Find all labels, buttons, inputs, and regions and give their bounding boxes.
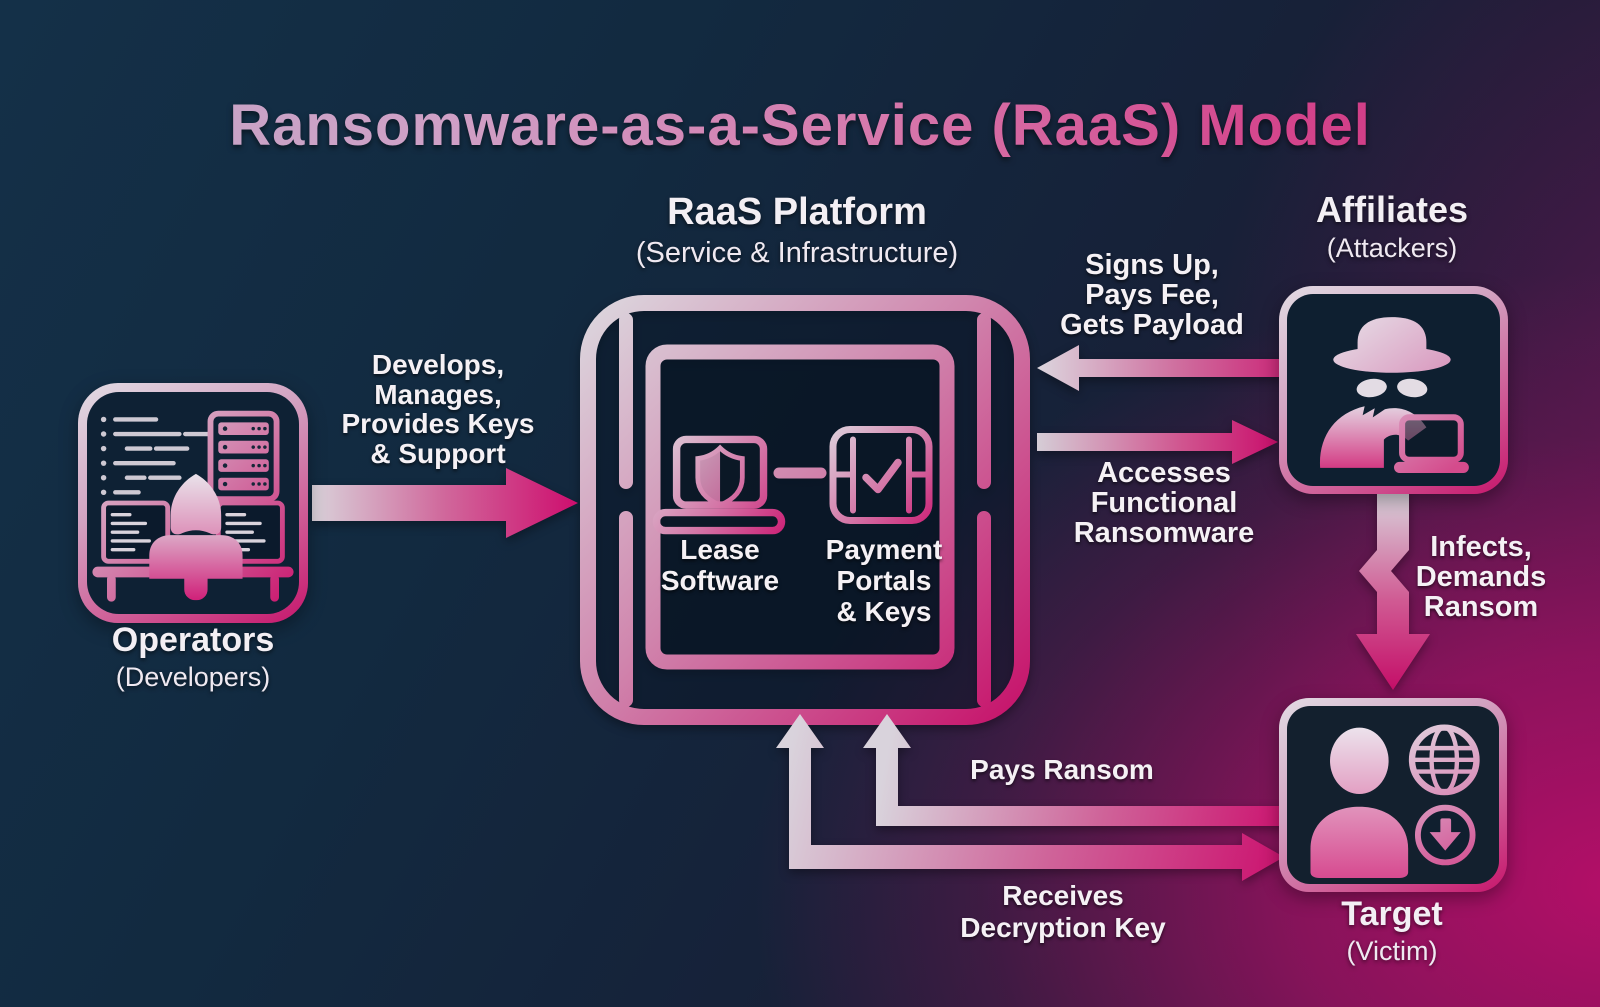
edge-pays-ransom-label: Pays Ransom [970,754,1154,785]
edge-infects-label: Infects, Demands Ransom [1415,531,1547,623]
affiliates-subtitle: (Attackers) [1326,232,1458,263]
signs-up-arrow [1037,345,1288,391]
affiliates-title: Affiliates [1315,189,1469,230]
payment-portals-label: Payment Portals & Keys [825,534,943,627]
operators-caption: Operators (Developers) [111,621,275,693]
receives-key-arrow [776,714,1284,881]
target-caption: Target (Victim) [1341,895,1443,967]
spy-laptop-icon [1393,414,1469,473]
victim-head-icon [1330,727,1389,795]
develops-manages-arrow [312,468,578,538]
lease-software-label: Lease Software [660,534,780,596]
edge-develops-manages-label: Develops, Manages, Provides Keys & Suppo… [341,349,535,469]
server-rack-icon [207,410,280,503]
operators-card-body [87,392,299,614]
pays-ransom-arrow [863,714,1288,826]
checkmark-icon [862,458,902,494]
victim-body-icon [1310,806,1409,878]
target-subtitle: (Victim) [1346,936,1438,967]
infects-demands-arrow [1356,492,1430,690]
hooded-person-hood-icon [170,473,222,535]
platform-subtitle: (Service & Infrastructure) [635,236,959,269]
fedora-brim-icon [1332,346,1451,373]
hacker-spy-icon [1319,317,1469,473]
laptop-shield-icon [652,435,786,535]
edge-accesses-label: Accesses Functional Ransomware [1073,457,1255,549]
payment-portal-icon [829,426,933,524]
affiliates-node [1279,286,1508,494]
shield-half-fill-icon [697,447,721,506]
target-node [1279,698,1507,892]
edge-signs-up-label: Signs Up, Pays Fee, Gets Payload [1060,249,1244,341]
platform-caption: RaaS Platform (Service & Infrastructure) [635,191,959,270]
fedora-crown-icon [1357,317,1426,355]
globe-icon [1408,724,1480,796]
affiliates-card-body [1287,294,1500,486]
developer-workstation-icon [92,410,294,602]
mask-eyes-icon [1356,378,1427,398]
code-lines-icon [113,417,213,495]
target-card-body [1287,706,1499,884]
operators-title: Operators [111,621,275,659]
diagram-title: Ransomware-as-a-Service (RaaS) Model [0,93,1600,160]
code-gutter-dots-icon [100,416,107,496]
operators-subtitle: (Developers) [115,662,271,693]
laptop-base-icon [652,508,786,535]
download-badge-icon [1414,804,1476,866]
operators-node [78,383,308,623]
hooded-person-body-icon [149,535,243,579]
accesses-ransomware-arrow [1037,420,1278,464]
target-title: Target [1341,895,1443,933]
platform-title: RaaS Platform [667,191,927,233]
victim-user-icon [1310,724,1480,878]
affiliates-caption: Affiliates (Attackers) [1316,190,1468,264]
edge-receives-key-label: Receives Decryption Key [960,880,1166,943]
